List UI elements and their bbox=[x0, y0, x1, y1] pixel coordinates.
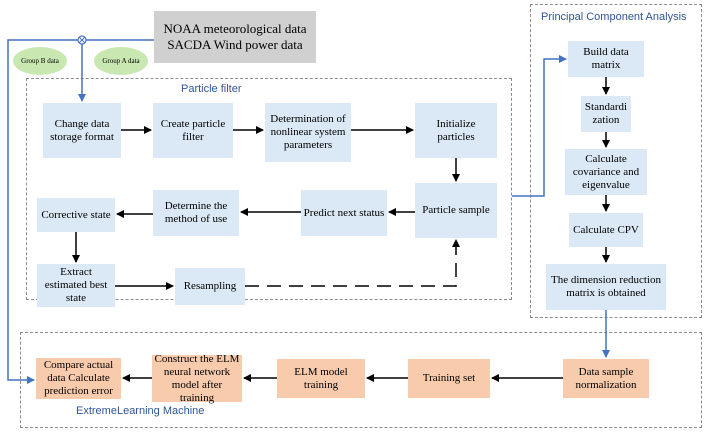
predict-status-box: Predict next status bbox=[301, 190, 387, 236]
standardization-box: Standardi zation bbox=[581, 96, 631, 132]
corrective-state-box: Corrective state bbox=[37, 198, 115, 232]
change-format-box: Change data storage format bbox=[43, 103, 121, 158]
group-b-ellipse: Group B data bbox=[13, 47, 67, 75]
reduction-box: The dimension reduction matrix is obtain… bbox=[546, 264, 666, 310]
normalization-box: Data sample normalization bbox=[563, 359, 649, 398]
arrow-resampling-to-sample bbox=[245, 239, 460, 287]
determine-method-box: Determine the method of use bbox=[153, 190, 239, 236]
resampling-box: Resampling bbox=[175, 268, 245, 305]
build-matrix-box: Build data matrix bbox=[568, 41, 644, 77]
source-connector bbox=[7, 39, 154, 384]
covariance-box: Calculate covariance and eigenvalue bbox=[565, 149, 647, 195]
arrow-pf-to-pca bbox=[512, 55, 567, 197]
nonlinear-params-box: Determination of nonlinear system parame… bbox=[265, 103, 351, 162]
compare-box: Compare actual data Calculate prediction… bbox=[36, 358, 121, 399]
data-source-box: NOAA meteorological data SACDA Wind powe… bbox=[154, 11, 316, 63]
source-line-2: SACDA Wind power data bbox=[167, 37, 303, 52]
group-a-ellipse: Group A data bbox=[94, 47, 148, 75]
extract-best-box: Extract estimated best state bbox=[37, 264, 115, 307]
init-particles-box: Initialize particles bbox=[415, 103, 497, 158]
cpv-box: Calculate CPV bbox=[569, 213, 643, 247]
elm-training-box: ELM model training bbox=[277, 359, 365, 398]
pca-frame bbox=[530, 4, 702, 318]
source-line-1: NOAA meteorological data bbox=[163, 21, 307, 36]
training-set-box: Training set bbox=[408, 359, 490, 398]
construct-elm-box: Construct the ELM neural network model a… bbox=[152, 353, 242, 404]
particle-sample-box: Particle sample bbox=[415, 183, 497, 238]
pca-title: Principal Component Analysis bbox=[541, 11, 687, 23]
elm-title: ExtremeLearning Machine bbox=[76, 405, 205, 417]
particle-filter-frame bbox=[26, 78, 512, 300]
particle-filter-title: Particle filter bbox=[181, 83, 242, 95]
create-filter-box: Create particle filter bbox=[153, 103, 233, 158]
